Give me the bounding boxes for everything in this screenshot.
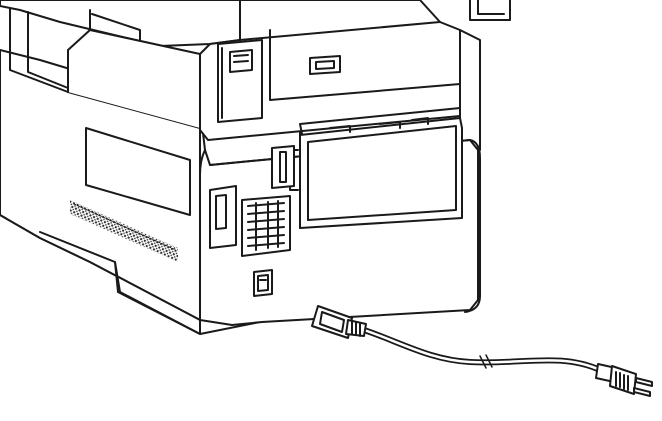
power-cord: [361, 327, 603, 373]
upper-rear-connector: [309, 55, 341, 75]
side-access-panel: [85, 127, 191, 216]
power-plug: [595, 363, 653, 397]
printer-scanner-unit: [0, 0, 511, 151]
power-socket: [253, 269, 273, 297]
side-latch: [209, 185, 237, 249]
printer-switch-block: [217, 39, 263, 123]
plug-prong-top: [635, 377, 653, 387]
plug-prong-bottom: [633, 387, 651, 397]
power-cord-cable: [361, 327, 603, 373]
iec-connector: [311, 305, 367, 339]
rear-vent: [241, 195, 291, 257]
side-vent: [70, 200, 178, 262]
rear-cover: [289, 107, 463, 229]
rear-slot: [271, 145, 295, 189]
